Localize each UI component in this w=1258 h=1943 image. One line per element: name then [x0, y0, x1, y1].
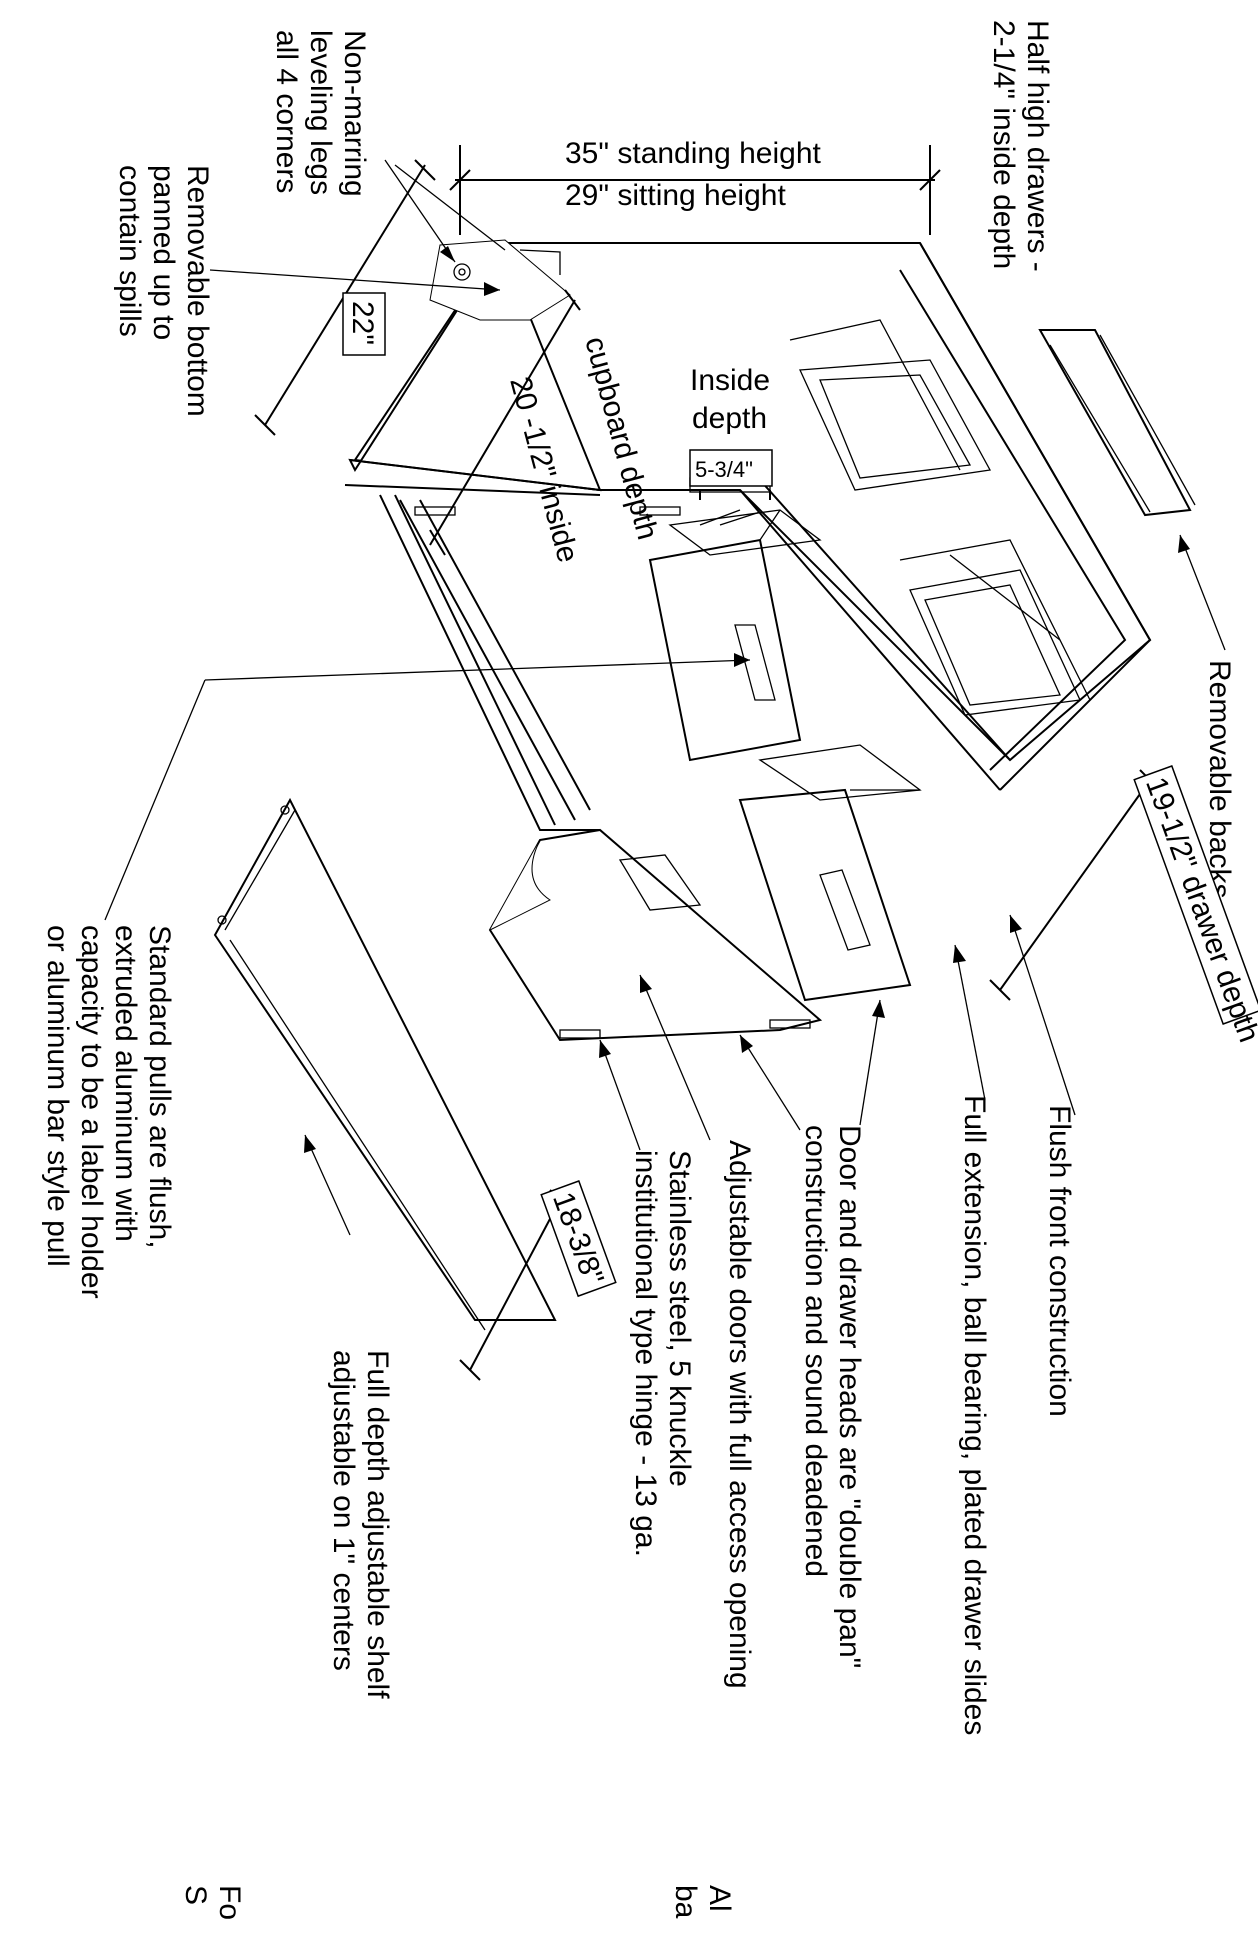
label-half-high-1: Half high drawers -: [1021, 20, 1054, 272]
dim-drawer-inside: 5-3/4": [695, 457, 753, 482]
upper-drawer-pull: [734, 624, 776, 701]
label-shelf-1: Full depth adjustable shelf: [361, 1350, 394, 1699]
dim-height-1: 35" standing height: [565, 137, 822, 170]
label-cut-4: S: [179, 1885, 212, 1905]
label-hinge-1: Stainless steel, 5 knuckle: [663, 1150, 696, 1487]
label-nonmarring-2: leveling legs: [304, 30, 337, 195]
dim-height-2: 29" sitting height: [565, 179, 786, 212]
label-cut-3: Fo: [213, 1885, 246, 1920]
adjustable-shelf: [213, 797, 557, 1321]
lower-drawer-pull: [819, 869, 871, 951]
label-pulls-3: capacity to be a label holder: [75, 925, 108, 1299]
label-shelf-2: adjustable on 1" centers: [327, 1350, 360, 1671]
label-door-drawer-1: Door and drawer heads are "double pan": [833, 1125, 866, 1668]
label-adjustable-doors: Adjustable doors with full access openin…: [723, 1140, 756, 1689]
label-pulls-2: extruded aluminum with: [109, 925, 142, 1242]
hinge-top-right: [639, 506, 681, 516]
upper-drawer-front: [648, 538, 802, 762]
leader-lines: [104, 159, 1226, 1236]
label-nonmarring-3: all 4 corners: [270, 30, 303, 193]
lower-drawer-front: [738, 788, 912, 1002]
label-half-high-2: 2-1/4" inside depth: [987, 20, 1020, 269]
label-pulls-4: or aluminum bar style pull: [41, 925, 74, 1267]
dim-22-box: 22": [342, 292, 386, 356]
label-removable-bottom-3: contain spills: [113, 165, 146, 337]
dim-22: 22": [346, 301, 379, 345]
label-removable-bottom-1: Removable bottom: [181, 165, 214, 417]
label-cut-2: ba: [669, 1885, 702, 1919]
front-frame: [919, 242, 1152, 791]
cabinet-illustration: [213, 239, 1196, 1331]
hinge-top-left: [414, 506, 456, 516]
label-removable-bottom-2: panned up to: [147, 165, 180, 340]
removable-back-panel: [1038, 329, 1192, 517]
label-nonmarring-1: Non-marring: [338, 30, 371, 197]
label-door-drawer-2: construction and sound deadened: [799, 1125, 832, 1577]
label-inside-depth-1: Inside: [690, 364, 770, 397]
dim-drawer-inside-box: 5-3/4": [689, 449, 773, 487]
dim-drawer-depth: 19-1/2" drawer depth: [1139, 773, 1258, 1047]
label-full-extension: Full extension, ball bearing, plated dra…: [958, 1095, 991, 1735]
leg-cutaway: [429, 239, 571, 321]
dim-drawer-depth-box: 19-1/2" drawer depth: [1133, 765, 1258, 1047]
back-panel-lower: [909, 569, 1081, 716]
dim-shelf-box: 18-3/8": [540, 1180, 617, 1298]
label-pulls-1: Standard pulls are flush,: [143, 925, 176, 1249]
label-hinge-2: institutional type hinge - 13 ga.: [629, 1150, 662, 1557]
label-cut-1: Al: [703, 1885, 736, 1912]
back-panel-upper: [799, 359, 992, 491]
label-removable-backs: Removable backs: [1203, 660, 1236, 898]
label-flush-front: Flush front construction: [1043, 1105, 1076, 1417]
door-pull: [618, 854, 702, 911]
leveling-leg-icon: [453, 263, 471, 281]
label-inside-depth-2: depth: [692, 402, 767, 435]
